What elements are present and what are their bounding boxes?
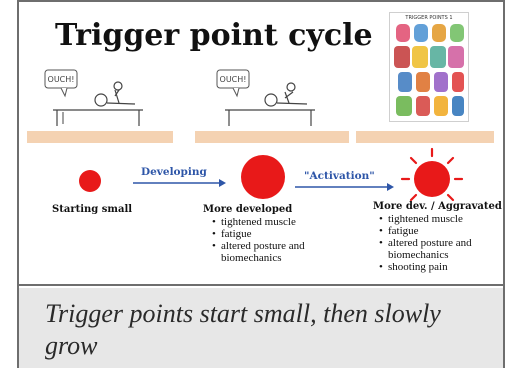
speech-text: OUCH! bbox=[220, 75, 247, 84]
bullet-item: shooting pain bbox=[379, 261, 501, 273]
activation-arrow bbox=[295, 183, 394, 191]
figure-caption: Trigger points start small, then slowly … bbox=[45, 299, 441, 360]
bullet-item: tightened muscle bbox=[379, 213, 501, 225]
caption-area: Trigger points start small, then slowly … bbox=[19, 288, 503, 368]
stage-aggravated: More dev. / Aggravated bbox=[373, 201, 502, 212]
bullet-item: altered posture and biomechanics bbox=[379, 237, 501, 261]
beige-bar-1 bbox=[27, 131, 173, 143]
developing-label: Developing bbox=[141, 166, 207, 178]
bullet-item: fatigue bbox=[212, 228, 352, 240]
trigger-points-poster: TRIGGER POINTS 1 bbox=[389, 12, 469, 122]
bullet-item: tightened muscle bbox=[212, 216, 352, 228]
aggravated-trigger-dot bbox=[400, 147, 464, 202]
bullet-item: fatigue bbox=[379, 225, 501, 237]
slide-image: Trigger point cycle OUCH! bbox=[19, 2, 503, 286]
slide-title: Trigger point cycle bbox=[55, 18, 373, 53]
bullet-item: altered posture and biomechanics bbox=[212, 240, 352, 264]
medium-trigger-dot bbox=[241, 155, 285, 199]
aggravated-bullets: tightened muscle fatigue altered posture… bbox=[379, 213, 501, 273]
stage-more-developed: More developed bbox=[203, 204, 293, 215]
activation-label: "Activation" bbox=[304, 170, 375, 182]
beige-bar-2 bbox=[195, 131, 349, 143]
beige-bar-3 bbox=[356, 131, 494, 143]
developing-arrow bbox=[133, 179, 226, 187]
figure-frame: Trigger point cycle OUCH! bbox=[17, 0, 505, 368]
sketch-person-lying-1: OUCH! bbox=[43, 68, 147, 130]
more-developed-bullets: tightened muscle fatigue altered posture… bbox=[212, 216, 352, 264]
stage-starting-small: Starting small bbox=[52, 204, 133, 215]
sketch-person-lying-2: OUCH! bbox=[215, 68, 319, 130]
poster-title: TRIGGER POINTS 1 bbox=[405, 15, 453, 21]
small-trigger-dot bbox=[79, 170, 101, 192]
speech-text: OUCH! bbox=[48, 75, 75, 84]
